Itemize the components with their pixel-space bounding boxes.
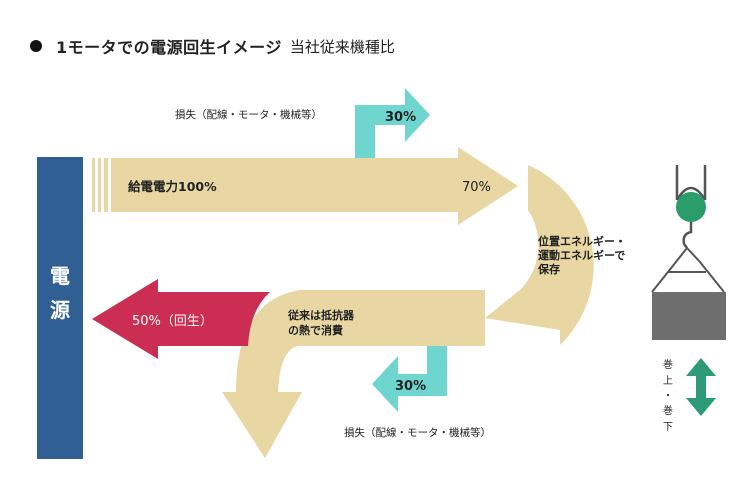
power-source-bar	[37, 157, 83, 459]
loss-arrow-bottom	[372, 346, 447, 412]
stored-energy-line1: 位置エネルギー・	[538, 234, 626, 248]
loss-arrow-top	[355, 88, 430, 160]
diagram-title: 1モータでの電源回生イメージ 当社従来機種比	[30, 33, 395, 59]
loss-top-percent: 30%	[385, 110, 416, 125]
regen-arrow	[92, 279, 270, 359]
hoist-up-label-2: 上	[663, 375, 673, 387]
crane-hook-icon	[651, 165, 725, 293]
loss-bottom-description: 損失（配線・モータ・機械等）	[344, 426, 491, 439]
bullet-icon	[30, 40, 42, 52]
regen-label: 50%（回生）	[132, 314, 213, 329]
after-loss-label: 70%	[462, 180, 491, 195]
hoist-down-label-2: 下	[663, 422, 673, 433]
up-down-arrow-icon	[686, 358, 716, 416]
supply-label: 給電電力100%	[128, 179, 217, 194]
supply-arrow	[111, 147, 518, 225]
power-source-label-2: 源	[50, 298, 70, 322]
return-flow-band	[222, 290, 485, 458]
conventional-line2: の熱で消費	[288, 323, 343, 337]
supply-stripe-2	[98, 158, 101, 212]
power-source-label-1: 電	[50, 264, 70, 288]
load-block	[652, 292, 726, 340]
supply-stripe-3	[104, 158, 108, 212]
stored-energy-line3: 保存	[537, 262, 560, 276]
hoist-dot-label: ・	[663, 391, 673, 402]
stored-energy-line2: 運動エネルギーで	[538, 248, 625, 262]
supply-stripe-1	[92, 158, 95, 212]
storage-curve	[485, 165, 594, 345]
title-main: 1モータでの電源回生イメージ	[56, 38, 282, 57]
conventional-line1: 従来は抵抗器	[287, 308, 355, 322]
loss-top-description: 損失（配線・モータ・機械等）	[175, 108, 322, 121]
title-sub: 当社従来機種比	[289, 37, 395, 56]
hoist-down-label-1: 巻	[663, 405, 673, 417]
loss-bottom-percent: 30%	[395, 379, 426, 394]
hoist-up-label-1: 巻	[663, 359, 673, 371]
